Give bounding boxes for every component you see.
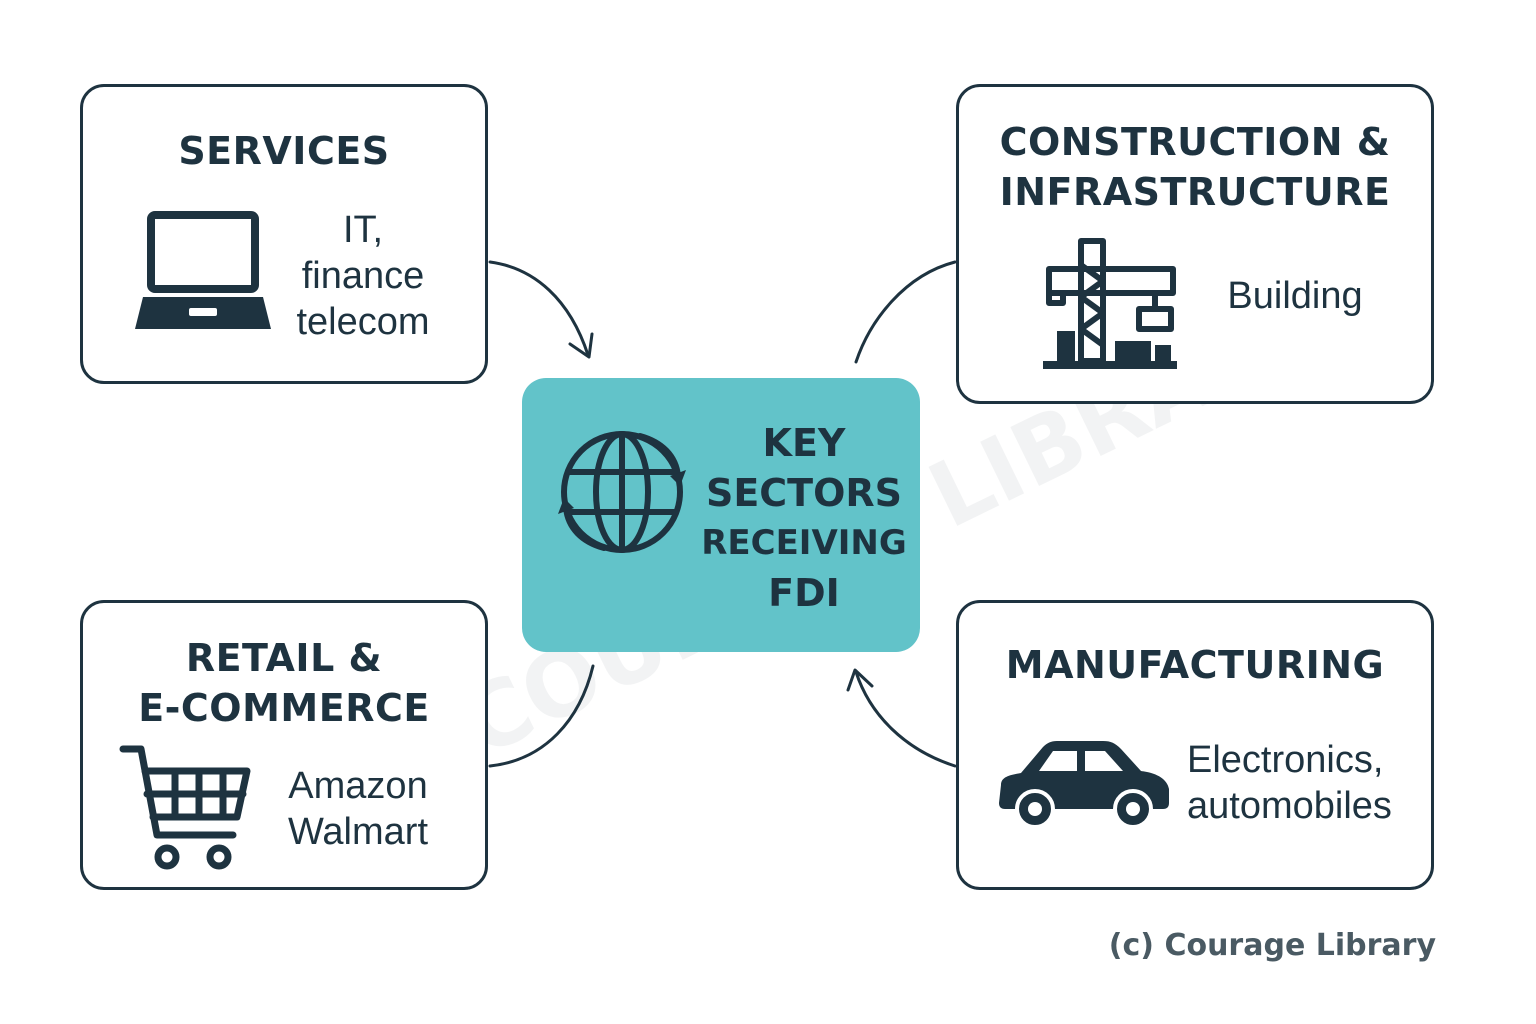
retail-desc-line: Walmart bbox=[287, 811, 429, 853]
manufacturing-desc-line: Electronics, bbox=[1187, 739, 1384, 781]
services-title: SERVICES bbox=[178, 129, 390, 173]
center-title-line: FDI bbox=[768, 571, 840, 615]
services-desc: IT, finance telecom bbox=[283, 207, 443, 345]
globe-exchange-icon bbox=[558, 431, 686, 553]
retail-title: RETAIL & E-COMMERCE bbox=[83, 633, 485, 733]
arrow-services-to-center bbox=[488, 260, 590, 357]
arrowhead-manufacturing bbox=[846, 668, 874, 692]
construction-title-line: CONSTRUCTION & bbox=[999, 120, 1391, 164]
center-node: KEY SECTORS RECEIVING FDI bbox=[522, 378, 920, 652]
construction-title: CONSTRUCTION & INFRASTRUCTURE bbox=[959, 117, 1431, 217]
shopping-cart-icon bbox=[119, 745, 251, 870]
laptop-icon bbox=[135, 211, 271, 329]
services-desc-line: IT, bbox=[342, 209, 384, 251]
services-box: SERVICES IT, finance telecom bbox=[80, 84, 488, 384]
construction-desc: Building bbox=[1215, 273, 1375, 319]
car-icon bbox=[999, 741, 1169, 829]
center-title: KEY SECTORS RECEIVING FDI bbox=[694, 418, 914, 618]
services-desc-line: finance bbox=[301, 255, 425, 297]
arrowhead-services bbox=[568, 332, 594, 359]
retail-title-line: RETAIL & bbox=[185, 636, 383, 680]
arrow-construction-to-center bbox=[854, 260, 957, 364]
construction-box: CONSTRUCTION & INFRASTRUCTURE Building bbox=[956, 84, 1434, 404]
construction-desc-line: Building bbox=[1227, 275, 1363, 317]
center-title-line: RECEIVING bbox=[701, 523, 907, 563]
retail-title-line: E-COMMERCE bbox=[138, 686, 430, 730]
services-desc-line: telecom bbox=[296, 301, 430, 343]
manufacturing-desc-line: automobiles bbox=[1187, 785, 1392, 827]
arrow-retail-to-center bbox=[488, 664, 595, 768]
manufacturing-box: MANUFACTURING Electronics, automobiles bbox=[956, 600, 1434, 890]
retail-desc-line: Amazon bbox=[288, 765, 428, 807]
arrow-manufacturing-to-center bbox=[854, 670, 957, 768]
retail-desc: Amazon Walmart bbox=[273, 763, 443, 855]
credit-text: (c) Courage Library bbox=[1108, 928, 1436, 963]
manufacturing-desc: Electronics, automobiles bbox=[1187, 737, 1417, 829]
center-title-line: KEY bbox=[762, 421, 846, 465]
manufacturing-title: MANUFACTURING bbox=[1005, 643, 1385, 687]
retail-box: RETAIL & E-COMMERCE Amazon Walmart bbox=[80, 600, 488, 890]
center-title-line: SECTORS bbox=[705, 471, 903, 515]
construction-title-line: INFRASTRUCTURE bbox=[999, 170, 1391, 214]
crane-icon bbox=[1043, 238, 1177, 369]
